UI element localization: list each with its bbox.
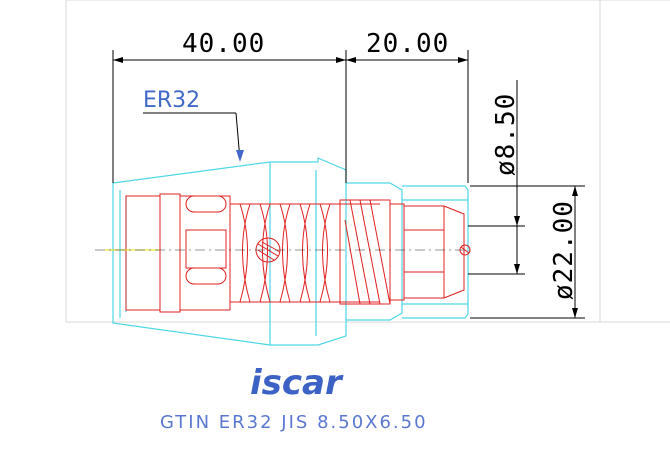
dim-tap-diameter: ø8.50 xyxy=(491,93,521,176)
svg-text:iscar: iscar xyxy=(250,363,344,403)
collet-outline xyxy=(112,157,469,346)
dim-shank-length: 20.00 xyxy=(366,29,449,59)
collet-label: ER32 xyxy=(143,88,200,113)
dim-overall-length: 40.00 xyxy=(182,29,265,59)
tap-internal xyxy=(125,193,471,313)
dim-body-diameter: ø22.00 xyxy=(549,200,579,300)
iscar-logo: iscar xyxy=(250,363,344,403)
dimension-arrows xyxy=(113,57,578,318)
drawing-frame xyxy=(65,0,670,323)
drawing-caption: GTIN ER32 JIS 8.50X6.50 xyxy=(160,412,428,433)
